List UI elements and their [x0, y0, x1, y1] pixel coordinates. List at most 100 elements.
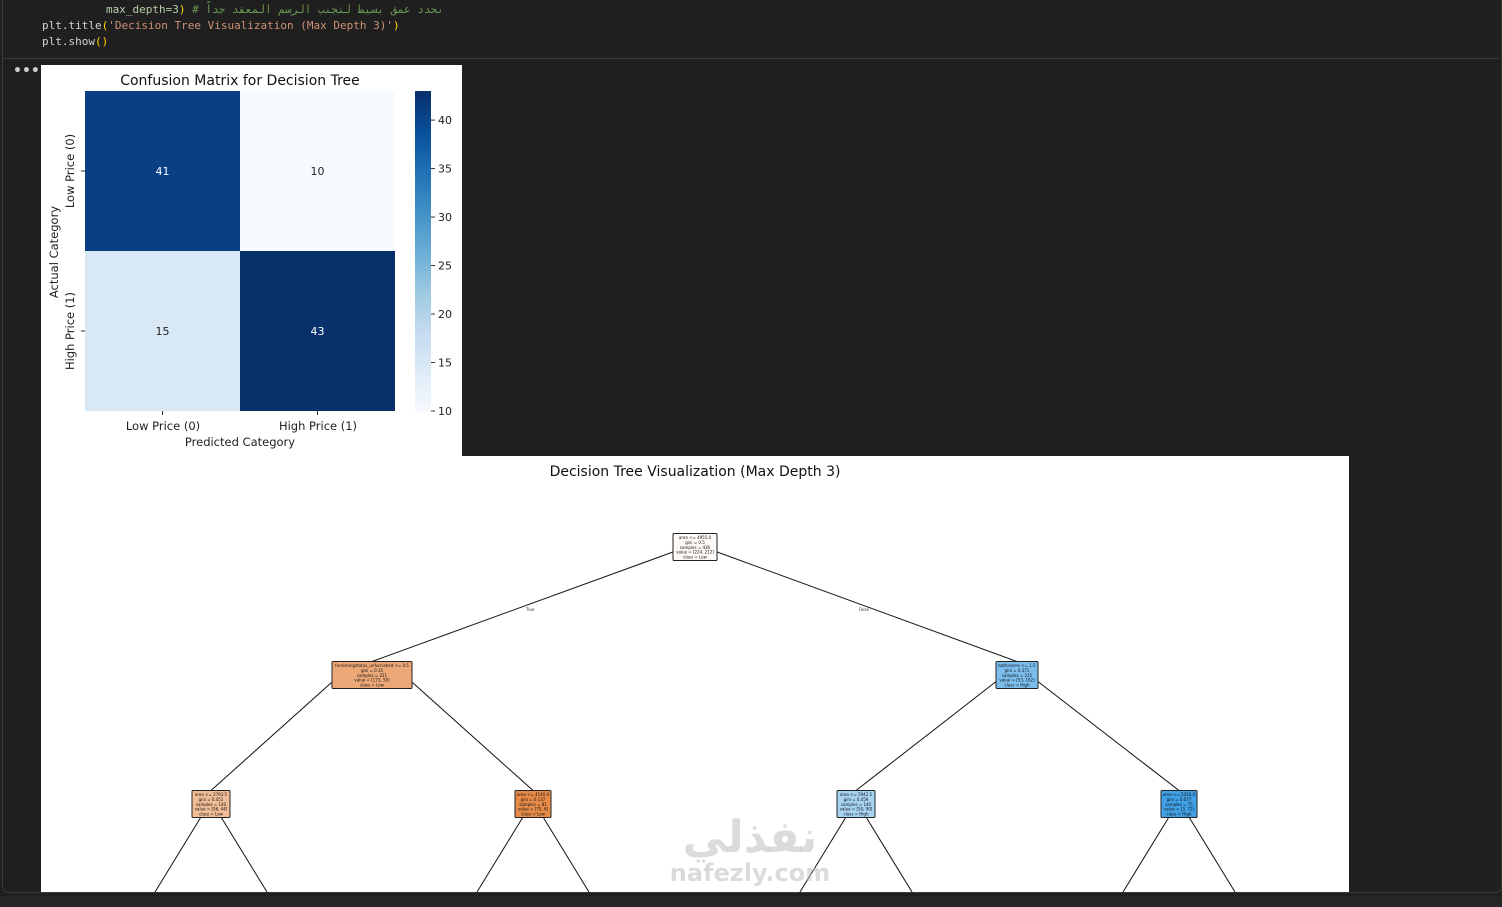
colorbar-segment: [415, 227, 431, 232]
colorbar-segment: [415, 115, 431, 120]
tree-node-text: gini = 0.35: [361, 668, 384, 673]
tree-node-text: value = [53, 162]: [999, 678, 1035, 683]
code-token: (: [101, 19, 109, 32]
code-token: ): [101, 35, 109, 48]
tree-node-text: value = [96, 44]: [195, 807, 228, 812]
decision-tree-chart: Decision Tree Visualization (Max Depth 3…: [154, 464, 1236, 893]
tree-node-text: gini = 0.5: [685, 540, 705, 545]
heatmap-cell: [240, 251, 395, 411]
code-token: ): [178, 3, 186, 16]
tree-node-text: gini = 0.137: [521, 797, 546, 802]
colorbar-segment: [415, 99, 431, 104]
colorbar-segment: [415, 191, 431, 196]
colorbar-segment: [415, 319, 431, 324]
code-line-3[interactable]: plt.show(): [42, 35, 108, 48]
tree-node-text: area <= 2793.5: [195, 792, 228, 797]
tree-node-text: gini = 0.459: [844, 797, 869, 802]
tree-node-text: class = Low: [521, 812, 545, 817]
tree-edge: [371, 550, 678, 662]
colorbar-segment: [415, 295, 431, 300]
tree-node-text: furnishingstatus_unfurnished <= 0.5: [335, 663, 409, 668]
code-token: plt.show: [42, 35, 95, 48]
colorbar-segment: [415, 343, 431, 348]
heatmap-cell: [85, 251, 240, 411]
tree-edge: [210, 678, 337, 791]
colorbar-segment: [415, 303, 431, 308]
colorbar-segment: [415, 299, 431, 304]
colorbar-segment: [415, 255, 431, 260]
colorbar-segment: [415, 219, 431, 224]
colorbar-segment: [415, 251, 431, 256]
cell-value-label: 41: [156, 165, 170, 178]
colorbar-tick-label: 20: [438, 308, 452, 321]
bottom-bar: [0, 896, 1502, 907]
edge-label-false: False: [859, 607, 870, 612]
colorbar-segment: [415, 167, 431, 172]
tree-edge: [542, 816, 590, 893]
tree-node-text: area <= 5942.5: [840, 792, 873, 797]
tree-node-text: value = [75, 6]: [518, 807, 549, 812]
colorbar-segment: [415, 403, 431, 408]
colorbar-segment: [415, 187, 431, 192]
tree-edge: [855, 678, 1001, 791]
x-axis-label: Predicted Category: [185, 435, 295, 449]
tree-node-left: furnishingstatus_unfurnished <= 0.5gini …: [331, 661, 413, 689]
cell-value-label: 15: [156, 325, 170, 338]
colorbar-segment: [415, 215, 431, 220]
code-token: max_depth=3: [106, 3, 179, 16]
tree-node-text: samples = 436: [680, 545, 711, 550]
colorbar-segment: [415, 383, 431, 388]
colorbar-segment: [415, 275, 431, 280]
colorbar-segment: [415, 111, 431, 116]
tree-node-text: class = Low: [683, 555, 707, 560]
tree-node-box: [672, 533, 718, 561]
colorbar-segment: [415, 395, 431, 400]
tree-node-text: value = [50, 90]: [840, 807, 873, 812]
colorbar-segment: [415, 135, 431, 140]
tree-node-text: gini = 0.451: [199, 797, 224, 802]
tree-node-text: value = [3, 72]: [1164, 807, 1195, 812]
code-comment: # نحدد عمق بسيط لتجنب الرسم المعقد جداً: [192, 3, 444, 16]
colorbar-segment: [415, 183, 431, 188]
colorbar-tick-label: 35: [438, 163, 452, 176]
x-tick-label: Low Price (0): [126, 419, 200, 433]
code-line-2[interactable]: plt.title('Decision Tree Visualization (…: [42, 19, 400, 32]
colorbar-segment: [415, 327, 431, 332]
tree-node-box: [514, 790, 552, 818]
colorbar-tick-label: 15: [438, 357, 452, 370]
tree-node-text: area <= 5350.0: [1163, 792, 1196, 797]
colorbar-segment: [415, 307, 431, 312]
colorbar-segment: [415, 243, 431, 248]
colorbar-segment: [415, 223, 431, 228]
colorbar-segment: [415, 139, 431, 144]
code-line-1[interactable]: max_depth=3) # نحدد عمق بسيط لتجنب الرسم…: [106, 3, 444, 16]
colorbar-segment: [415, 107, 431, 112]
tree-edge: [799, 816, 847, 893]
colorbar-segment: [415, 123, 431, 128]
colorbar-segment: [415, 391, 431, 396]
colorbar-segment: [415, 151, 431, 156]
colorbar-segment: [415, 147, 431, 152]
colorbar-segment: [415, 259, 431, 264]
colorbar-segment: [415, 267, 431, 272]
output-menu-button[interactable]: •••: [13, 63, 40, 79]
tree-node-text: value = [171, 50]: [354, 678, 390, 683]
colorbar-segment: [415, 347, 431, 352]
tree-node-box: [191, 790, 231, 818]
tree-edge: [407, 678, 534, 791]
output-divider: [3, 58, 1499, 59]
x-tick-label: High Price (1): [279, 419, 357, 433]
tree-node-text: area <= 4955.0: [679, 535, 712, 540]
colorbar-segment: [415, 171, 431, 176]
colorbar-segment: [415, 103, 431, 108]
cell-value-label: 43: [311, 325, 325, 338]
colorbar-tick-label: 30: [438, 211, 452, 224]
colorbar-segment: [415, 235, 431, 240]
colorbar-segment: [415, 131, 431, 136]
colorbar-segment: [415, 179, 431, 184]
colorbar-segment: [415, 195, 431, 200]
